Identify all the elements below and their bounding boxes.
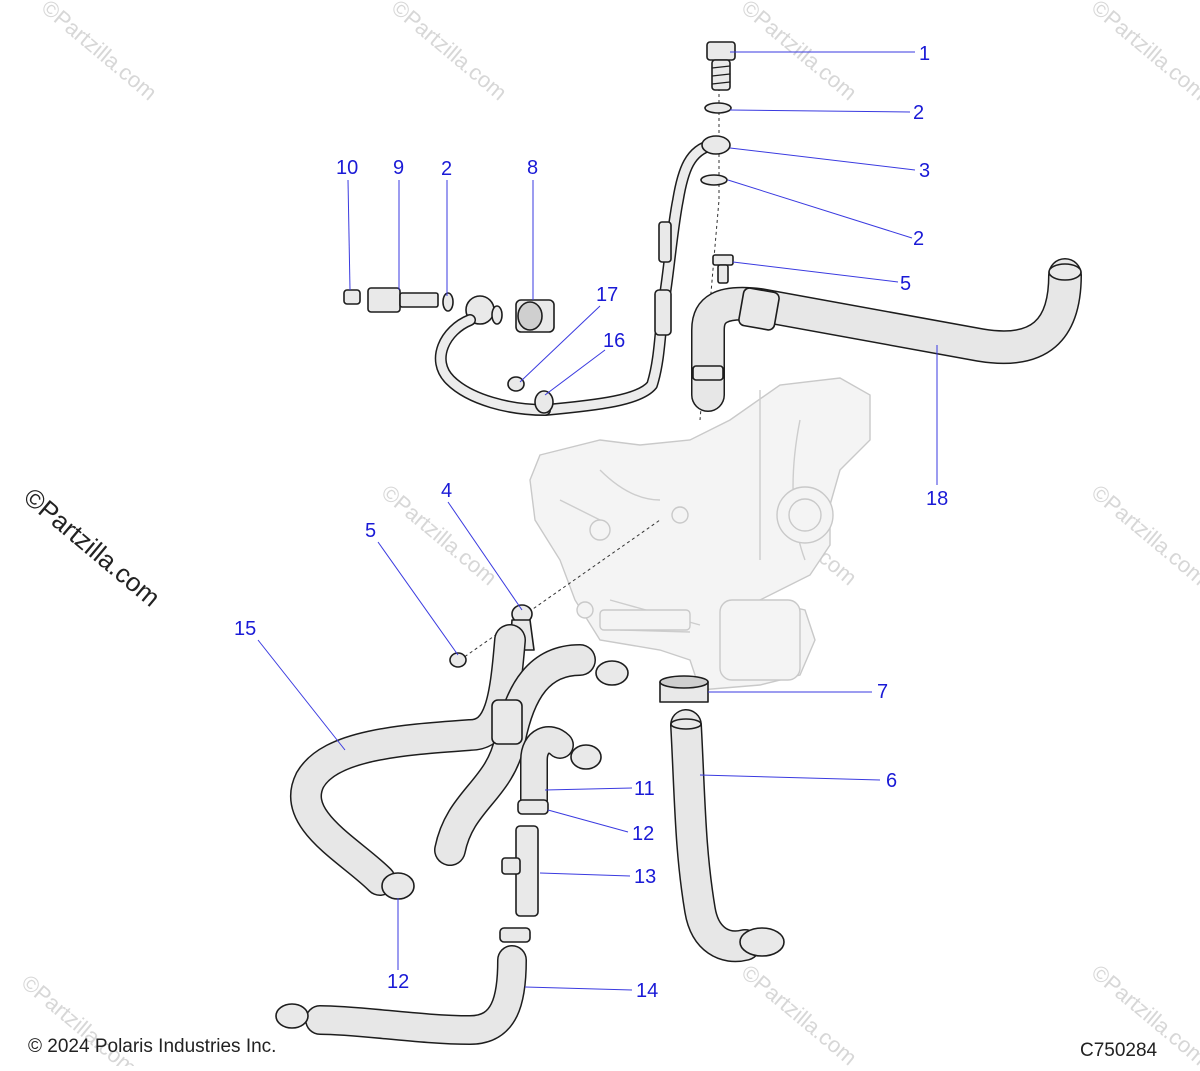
oil-drain-hose-part: [691, 258, 1082, 412]
callout-4: 4: [441, 480, 452, 502]
callout-2: 2: [913, 102, 924, 124]
callout-5: 5: [365, 520, 376, 542]
elbow-part: [520, 726, 602, 814]
callout-1: 1: [919, 43, 930, 65]
callout-3: 3: [919, 160, 930, 182]
coolant-hose-part: [670, 709, 785, 963]
callout-2: 2: [441, 158, 452, 180]
callout-5: 5: [900, 273, 911, 295]
oil-feed-line-part: [539, 135, 731, 416]
leader-lines: [257, 51, 938, 991]
watermark: ©Partzilla.com: [37, 0, 162, 105]
callout-15: 15: [234, 618, 256, 640]
coolant-hose-part: [290, 624, 629, 896]
alignment-line: [459, 519, 661, 661]
callout-2: 2: [913, 228, 924, 250]
callout-13: 13: [634, 866, 656, 888]
tee-fitting-part: [501, 825, 539, 917]
hose-clamp-part: [659, 675, 709, 703]
watermark: ©Partzilla.com: [387, 0, 512, 105]
banjo-bolt-part: [706, 41, 736, 91]
callout-12: 12: [387, 971, 409, 993]
coolant-tube-part: [434, 314, 554, 416]
watermark: ©Partzilla.com: [737, 960, 862, 1066]
hose-clamp-part: [381, 872, 415, 900]
callout-14: 14: [636, 980, 658, 1002]
coolant-hose-part: [275, 945, 527, 1045]
callout-16: 16: [603, 330, 625, 352]
fitting-stack-part: [343, 287, 555, 333]
callout-6: 6: [886, 770, 897, 792]
diagram-code: C750284: [1080, 1040, 1158, 1061]
hose-clamp-part: [499, 927, 531, 943]
watermark: ©Partzilla.com: [1087, 0, 1200, 105]
washer-part: [704, 102, 732, 114]
callout-7: 7: [877, 681, 888, 703]
copyright-text: © 2024 Polaris Industries Inc.: [28, 1036, 277, 1057]
callout-10: 10: [336, 157, 358, 179]
watermark: ©Partzilla.com: [1087, 480, 1200, 591]
watermark-dark: ©Partzilla.com: [18, 482, 166, 613]
washer-part: [700, 174, 728, 186]
watermark: ©Partzilla.com: [377, 480, 502, 591]
turbocharger-ghost: [529, 377, 871, 691]
callout-8: 8: [527, 157, 538, 179]
callout-17: 17: [596, 284, 618, 306]
callout-labels: 1 2 2 3 5 18 10 9 2 8 17 16 4 5 15 7 6 1…: [234, 43, 948, 1002]
callout-9: 9: [393, 157, 404, 179]
callout-11: 11: [634, 778, 655, 800]
callout-12: 12: [632, 823, 654, 845]
hose-clamp-part: [517, 799, 549, 815]
bolt-part: [712, 254, 734, 284]
watermark: ©Partzilla.com: [737, 0, 862, 105]
callout-18: 18: [926, 488, 948, 510]
